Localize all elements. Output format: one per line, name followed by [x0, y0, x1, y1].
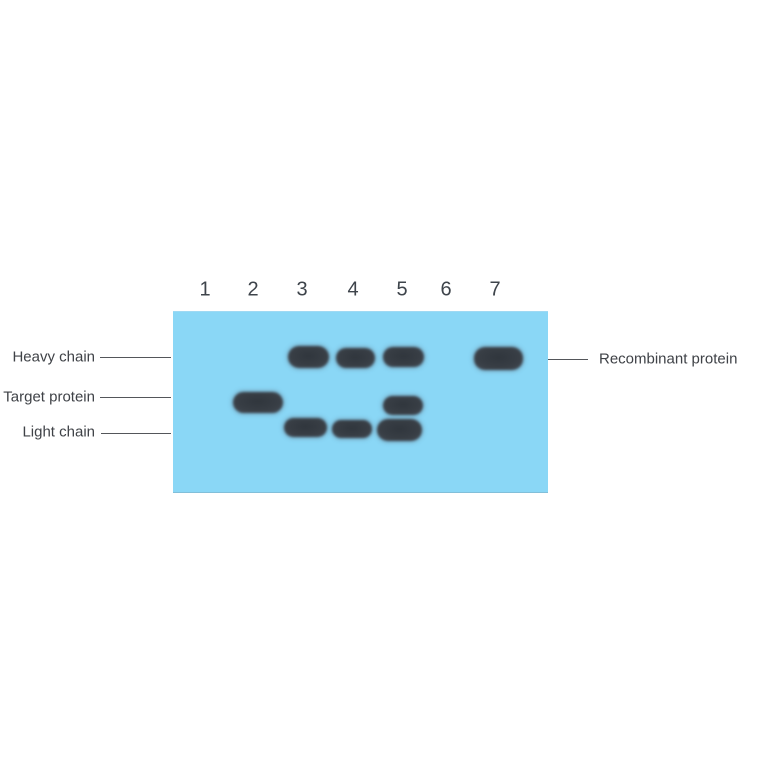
lane-number-1: 1 — [199, 278, 211, 301]
lane-number-4: 4 — [347, 278, 359, 301]
protein-band-lane7-recombinant-protein — [474, 347, 523, 370]
lane-number-6: 6 — [440, 278, 452, 301]
protein-band-lane5-target-protein — [383, 396, 423, 415]
lane-number-2: 2 — [247, 278, 259, 301]
lane-number-5: 5 — [396, 278, 408, 301]
annotation-line-recombinant-protein — [548, 359, 588, 360]
protein-band-lane5-light-chain — [377, 419, 422, 441]
protein-band-lane5-heavy-chain — [383, 347, 424, 367]
lane-number-7: 7 — [489, 278, 501, 301]
annotation-line-light-chain — [101, 433, 171, 434]
annotation-label-heavy-chain: Heavy chain — [12, 348, 95, 366]
annotation-label-target-protein: Target protein — [3, 388, 95, 406]
annotation-line-heavy-chain — [100, 357, 171, 358]
lane-number-3: 3 — [296, 278, 308, 301]
protein-band-lane3-light-chain — [284, 418, 327, 437]
annotation-label-light-chain: Light chain — [22, 423, 95, 441]
protein-band-lane2-target-protein — [233, 392, 283, 413]
protein-band-lane4-light-chain — [332, 420, 372, 438]
gel-blot — [173, 311, 548, 493]
annotation-label-recombinant-protein: Recombinant protein — [599, 350, 738, 368]
protein-band-lane4-heavy-chain — [336, 348, 375, 368]
protein-band-lane3-heavy-chain — [288, 346, 329, 368]
annotation-line-target-protein — [100, 397, 171, 398]
